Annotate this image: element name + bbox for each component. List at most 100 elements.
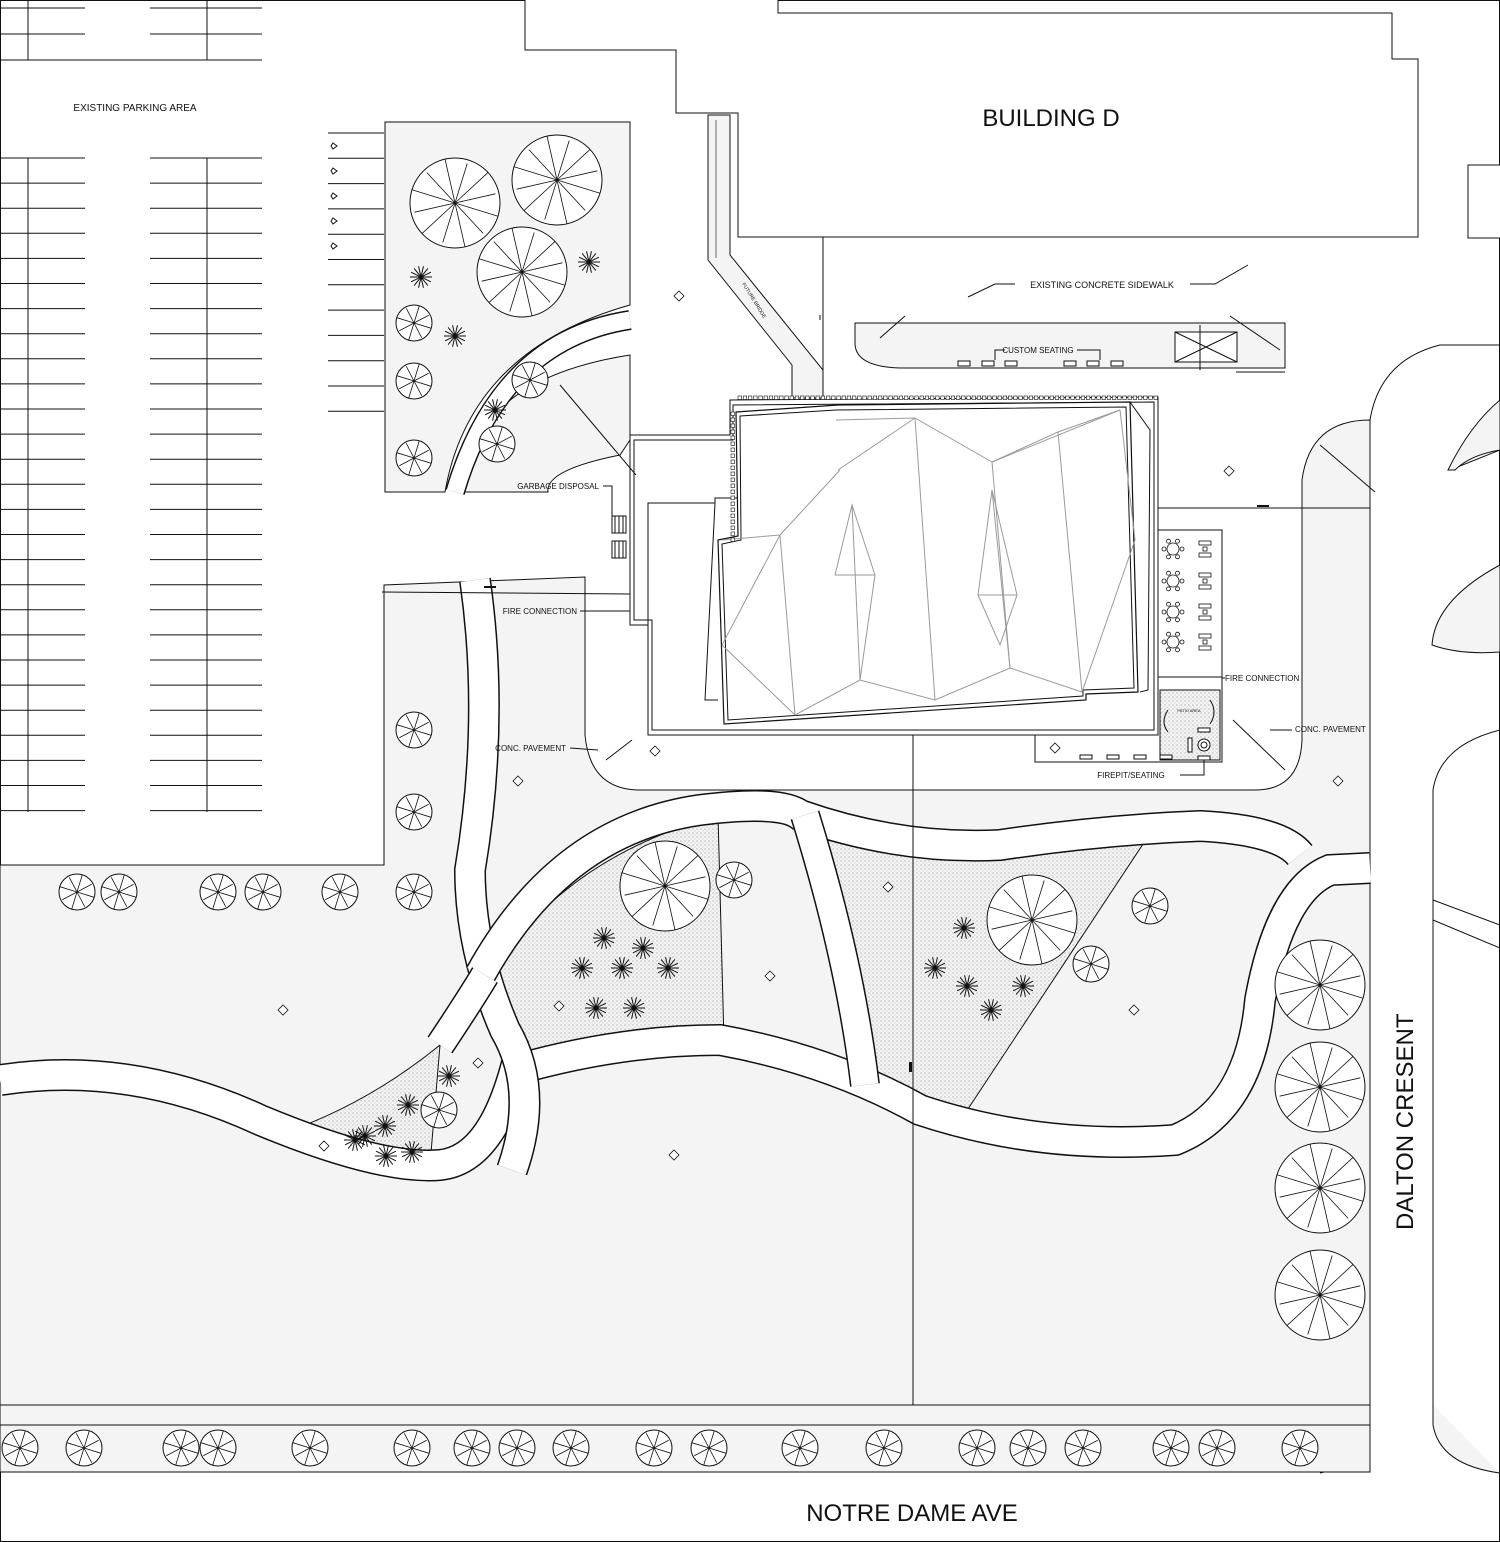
building-d-outline	[524, 0, 1419, 238]
spot-marker-icon	[1223, 465, 1235, 477]
firepit-label: FIREPIT/SEATING	[1097, 771, 1164, 780]
small-tree-icon	[321, 873, 359, 911]
shrub-icon	[611, 957, 633, 979]
small-tree-icon	[478, 425, 516, 463]
conc-pavement-west-label: CONC. PAVEMENT	[495, 744, 566, 753]
small-tree-icon	[100, 873, 138, 911]
small-tree-icon	[420, 1091, 458, 1129]
patio-tables	[1161, 538, 1212, 653]
dalton-crescent-median-north	[1447, 399, 1500, 471]
shrub-icon	[632, 937, 654, 959]
patio-area-label: PATIO AREA	[1177, 708, 1201, 713]
shrub-icon	[657, 957, 679, 979]
large-tree-icon	[1274, 1142, 1366, 1234]
parking-mark-icon	[330, 142, 338, 150]
spot-markers	[277, 290, 1344, 1161]
new-building	[629, 396, 1159, 736]
spot-marker-icon	[512, 775, 524, 787]
spot-marker-icon	[668, 1149, 680, 1161]
parking-mark-icon	[330, 167, 338, 175]
leader-lines	[381, 264, 1376, 776]
parking-area	[0, 0, 385, 866]
shrub-icon	[410, 266, 432, 288]
spot-marker-icon	[1128, 1004, 1140, 1016]
fire-connection-west-label: FIRE CONNECTION	[503, 607, 577, 616]
small-tree-icon	[65, 1429, 103, 1467]
building-railing	[730, 395, 1158, 542]
shrub-icon	[593, 927, 615, 949]
large-tree-icon	[409, 157, 501, 249]
parking-marks	[330, 142, 338, 250]
small-tree-icon	[395, 873, 433, 911]
walkways	[0, 310, 1371, 1182]
large-tree-icon	[511, 134, 603, 226]
small-tree-icon	[162, 1429, 200, 1467]
spot-marker-icon	[882, 881, 894, 893]
spot-marker-icon	[318, 1140, 330, 1152]
fire-connection-east-label: FIRE CONNECTION	[1225, 674, 1299, 683]
shrub-icon	[953, 917, 975, 939]
small-tree-icon	[1281, 1429, 1319, 1467]
small-tree-icon	[199, 873, 237, 911]
small-tree-icon	[552, 1429, 590, 1467]
large-tree-icon	[476, 226, 568, 318]
shrub-icon	[623, 997, 645, 1019]
shrub-icon	[375, 1145, 397, 1167]
firepit-benches	[1079, 754, 1173, 760]
patio-table-icon	[1161, 631, 1212, 653]
spot-marker-icon	[472, 1057, 484, 1069]
small-tree-icon	[498, 1429, 536, 1467]
shrub-icon	[980, 999, 1002, 1021]
seating-feature-box	[1174, 331, 1238, 363]
shrubs	[344, 251, 1034, 1167]
small-tree-icon	[1064, 1429, 1102, 1467]
garbage-disposal-label: GARBAGE DISPOSAL	[517, 482, 599, 491]
large-tree-icon	[619, 840, 711, 932]
shrub-icon	[401, 1141, 423, 1163]
building-d-east-annex	[1467, 164, 1500, 239]
spot-marker-icon	[277, 1004, 289, 1016]
small-tree-icon	[715, 861, 753, 899]
small-tree-icon	[1009, 1429, 1047, 1467]
spot-marker-icon	[1332, 775, 1344, 787]
custom-seating-benches	[957, 360, 1124, 367]
east-patio	[1034, 529, 1223, 763]
large-tree-icon	[1274, 1041, 1366, 1133]
spot-marker-icon	[649, 745, 661, 757]
shrub-icon	[484, 399, 506, 421]
small-tree-icon	[395, 711, 433, 749]
dalton-cresent-label: DALTON CRESENT	[1392, 1013, 1419, 1230]
patio-table-icon	[1161, 601, 1212, 623]
parking-area-label: EXISTING PARKING AREA	[73, 103, 197, 114]
shrub-icon	[444, 325, 466, 347]
small-tree-icon	[511, 361, 549, 399]
large-tree-icon	[986, 874, 1078, 966]
patio-table-icon	[1161, 570, 1212, 592]
small-tree-icon	[1152, 1429, 1190, 1467]
spot-marker-icon	[764, 970, 776, 982]
parking-mark-icon	[330, 217, 338, 225]
small-tree-icon	[690, 1429, 728, 1467]
small-tree-icon	[58, 873, 96, 911]
small-tree-icon	[395, 362, 433, 400]
garbage-bins	[611, 515, 627, 559]
small-tree-icon	[291, 1429, 329, 1467]
parking-mark-icon	[330, 242, 338, 250]
custom-seating-label: CUSTOM SEATING	[1002, 346, 1073, 355]
spot-marker-icon	[1049, 742, 1061, 754]
small-tree-icon	[393, 1429, 431, 1467]
firepit	[1187, 727, 1211, 761]
shrub-icon	[438, 1065, 460, 1087]
shrub-icon	[397, 1094, 419, 1116]
patio-table-icon	[1161, 538, 1212, 560]
conc-pavement-east-label: CONC. PAVEMENT	[1295, 725, 1366, 734]
trees	[1, 134, 1366, 1467]
notre-dame-ave-label: NOTRE DAME AVE	[806, 1500, 1018, 1527]
parking-mark-icon	[330, 192, 338, 200]
small-tree-icon	[635, 1429, 673, 1467]
small-tree-icon	[781, 1429, 819, 1467]
small-tree-icon	[453, 1429, 491, 1467]
small-tree-icon	[1, 1429, 39, 1467]
small-tree-icon	[958, 1429, 996, 1467]
